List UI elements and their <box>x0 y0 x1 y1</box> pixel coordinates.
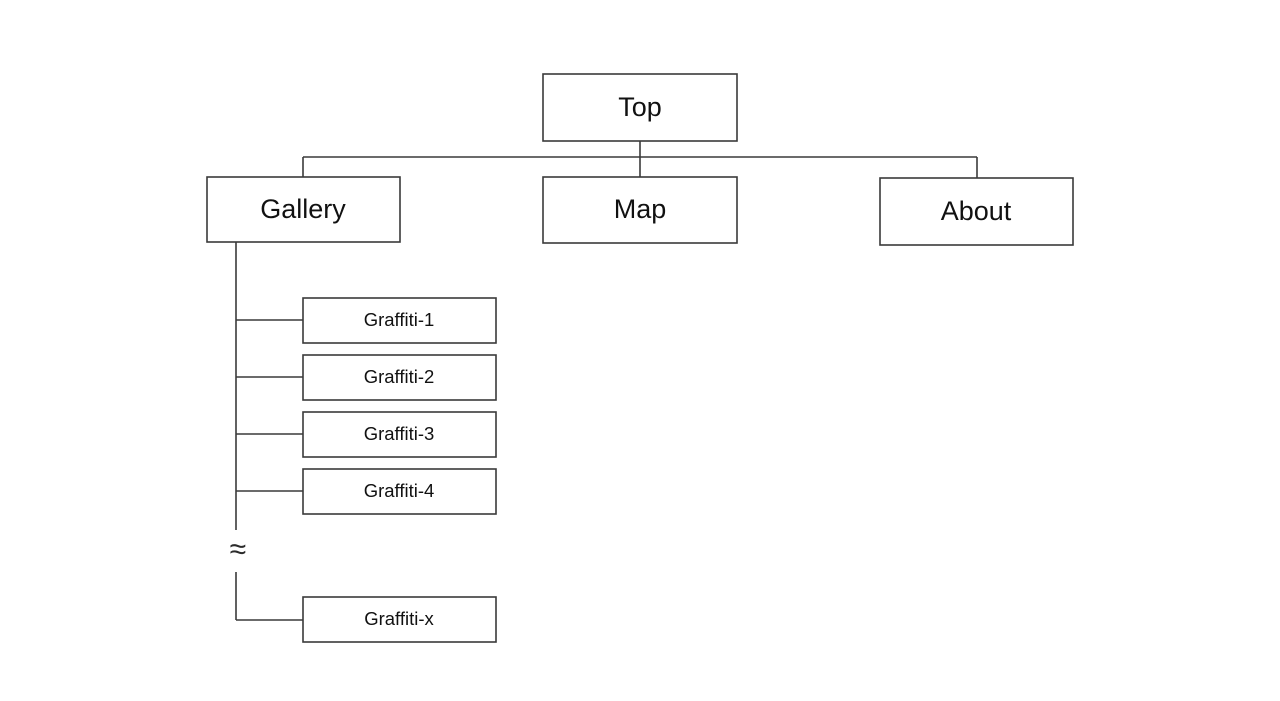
node-graffiti-x-label: Graffiti-x <box>364 608 434 629</box>
node-graffiti-2[interactable]: Graffiti-2 <box>302 354 497 401</box>
node-gallery-box[interactable] <box>206 176 401 243</box>
node-graffiti-3[interactable]: Graffiti-3 <box>302 411 497 458</box>
node-graffiti-x[interactable]: Graffiti-x <box>302 596 497 643</box>
connector-group-top <box>302 141 978 178</box>
node-map-box[interactable] <box>542 176 738 244</box>
node-top-box[interactable] <box>542 73 738 142</box>
node-graffiti-3-box[interactable] <box>302 411 497 458</box>
node-about[interactable]: About <box>879 177 1074 246</box>
node-gallery[interactable]: Gallery <box>206 176 401 243</box>
node-map[interactable]: Map <box>542 176 738 244</box>
node-top[interactable]: Top <box>542 73 738 142</box>
connector-group-gallery-children <box>235 242 303 621</box>
node-about-box[interactable] <box>879 177 1074 246</box>
node-graffiti-1-label: Graffiti-1 <box>364 309 435 330</box>
node-map-label: Map <box>614 194 667 224</box>
node-about-label: About <box>941 196 1012 226</box>
node-graffiti-4[interactable]: Graffiti-4 <box>302 468 497 515</box>
node-top-label: Top <box>618 92 662 122</box>
node-gallery-label: Gallery <box>260 194 346 224</box>
node-graffiti-3-label: Graffiti-3 <box>364 423 435 444</box>
continuation-break-icon: ≈ <box>230 533 246 566</box>
node-graffiti-4-box[interactable] <box>302 468 497 515</box>
node-graffiti-4-label: Graffiti-4 <box>364 480 435 501</box>
node-graffiti-1[interactable]: Graffiti-1 <box>302 297 497 344</box>
node-graffiti-1-box[interactable] <box>302 297 497 344</box>
node-graffiti-x-box[interactable] <box>302 596 497 643</box>
node-graffiti-2-label: Graffiti-2 <box>364 366 435 387</box>
node-graffiti-2-box[interactable] <box>302 354 497 401</box>
